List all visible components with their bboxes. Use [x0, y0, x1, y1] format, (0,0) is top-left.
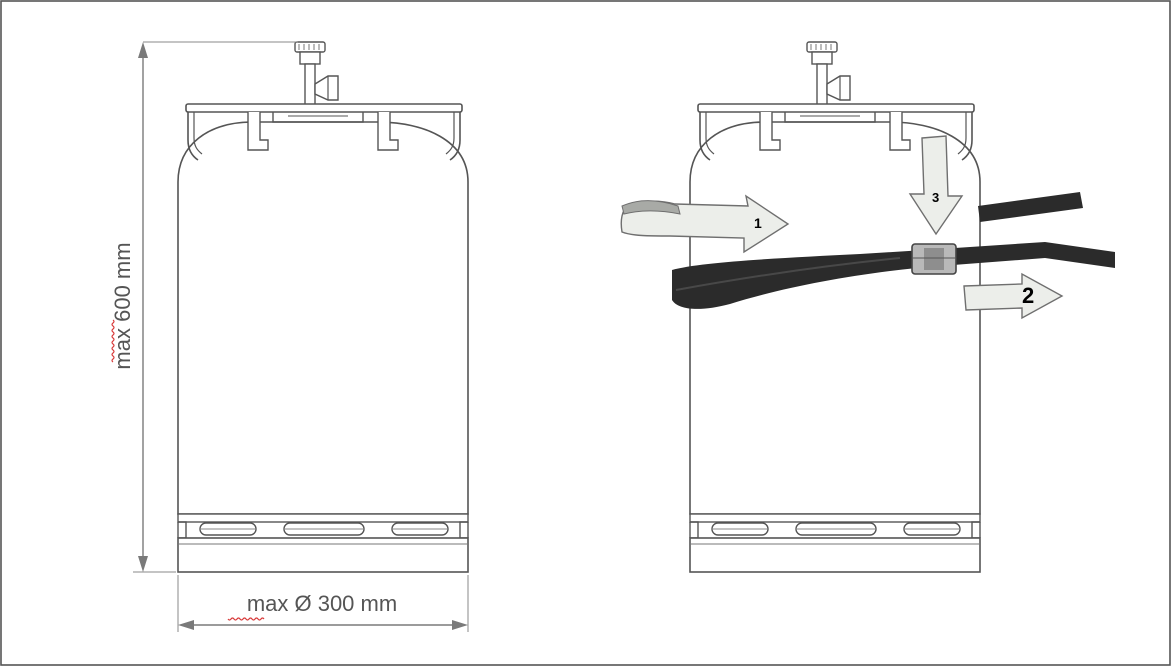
diameter-label: max Ø 300 mm	[247, 591, 397, 616]
strap-buckle	[911, 243, 957, 275]
spellcheck-underline-diameter	[227, 617, 265, 621]
step-1-arrow: 1	[620, 194, 790, 254]
height-dimension: max 600 mm	[110, 41, 298, 573]
step-1-label: 1	[754, 215, 762, 231]
strap	[672, 242, 1115, 309]
height-arrow-bottom	[138, 556, 148, 572]
height-label: max 600 mm	[110, 242, 135, 369]
spellcheck-underline-height	[111, 319, 115, 363]
step-2-arrow: 2	[963, 272, 1064, 320]
diameter-arrow-left	[178, 620, 194, 630]
strap-back-end	[978, 192, 1083, 222]
strap-highlight	[675, 257, 901, 291]
diameter-arrow-right	[452, 620, 468, 630]
step-3-arrow: 3	[908, 135, 964, 236]
step-2-label: 2	[1022, 283, 1034, 308]
step-3-label: 3	[932, 190, 939, 205]
height-arrow-top	[138, 42, 148, 58]
diameter-dimension: max Ø 300 mm	[177, 575, 469, 632]
